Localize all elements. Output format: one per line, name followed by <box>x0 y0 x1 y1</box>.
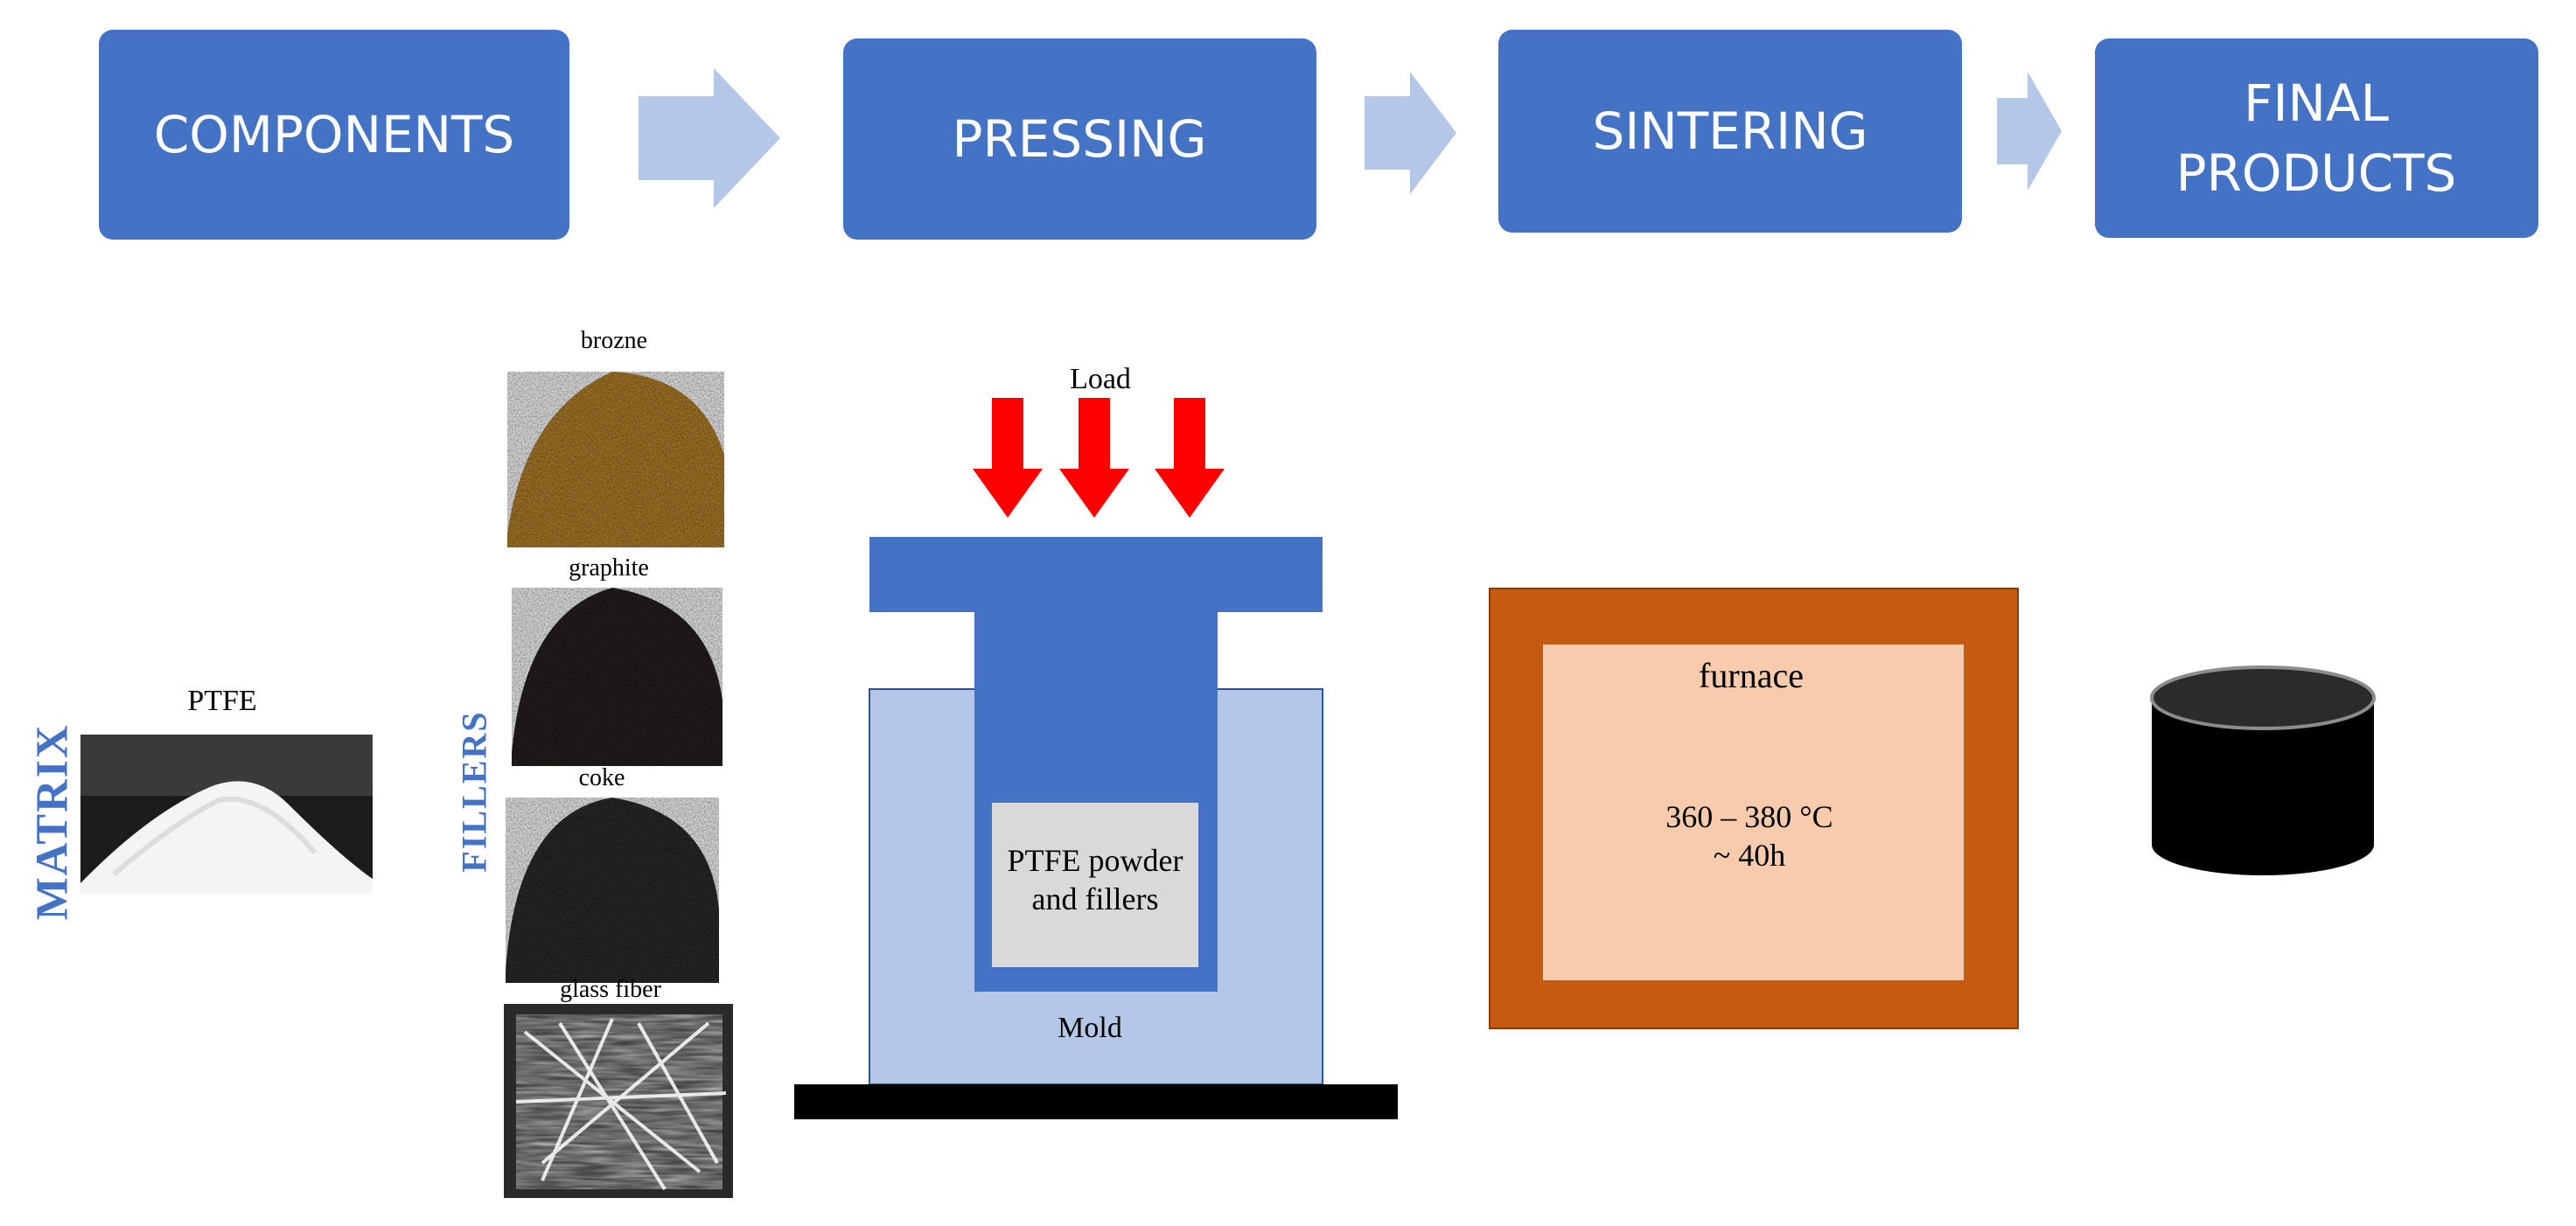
filler-glass-fiber: glass fiber <box>504 976 733 1198</box>
right-arrow-icon <box>1365 72 1456 194</box>
punch-head <box>869 537 1323 612</box>
load-arrows <box>973 398 1225 518</box>
step-components: COMPONENTS <box>99 30 569 240</box>
step-box <box>843 38 1316 240</box>
furnace: furnace 360 – 380 °C ~ 40h <box>1489 588 2019 1029</box>
furnace-inner <box>1543 644 1964 980</box>
cylinder-icon <box>2150 665 2376 875</box>
filler-label: glass fiber <box>560 976 662 1003</box>
down-arrow-icon <box>1155 398 1225 518</box>
furnace-label: furnace <box>1699 656 1804 695</box>
filler-label: graphite <box>569 554 649 582</box>
right-arrow-icon <box>1997 72 2062 191</box>
step-box <box>1498 30 1962 233</box>
matrix-title: MATRIX <box>28 724 78 921</box>
step-box <box>99 30 569 240</box>
step-box <box>2095 38 2538 238</box>
cavity-label-line-2: and fillers <box>1032 881 1159 916</box>
load-label: Load <box>1070 363 1131 395</box>
powder-cavity <box>992 803 1198 967</box>
filler-label: brozne <box>581 327 647 354</box>
down-arrow-icon <box>1059 398 1129 518</box>
step-final-products: FINAL PRODUCTS <box>2095 38 2538 238</box>
filler-coke: coke <box>502 764 721 985</box>
temperature-label: 360 – 380 °C <box>1665 799 1833 834</box>
mold-label: Mold <box>1058 1012 1122 1044</box>
filler-graphite: graphite <box>506 554 726 766</box>
cavity-label-line-1: PTFE powder <box>1008 843 1183 878</box>
mold-assembly: PTFE powder and fillers Mold <box>794 537 1398 1119</box>
ptfe-powder-photo <box>80 735 373 894</box>
filler-bronze: brozne <box>500 327 726 547</box>
right-arrow-icon <box>639 68 780 208</box>
filler-label: coke <box>579 764 625 791</box>
down-arrow-icon <box>973 398 1043 518</box>
fillers-title: FILLERS <box>455 710 494 872</box>
matrix-item-label: PTFE <box>187 685 256 717</box>
press-base <box>794 1084 1398 1119</box>
duration-label: ~ 40h <box>1714 838 1785 873</box>
step-pressing: PRESSING <box>843 38 1316 240</box>
step-sintering: SINTERING <box>1498 30 1962 233</box>
